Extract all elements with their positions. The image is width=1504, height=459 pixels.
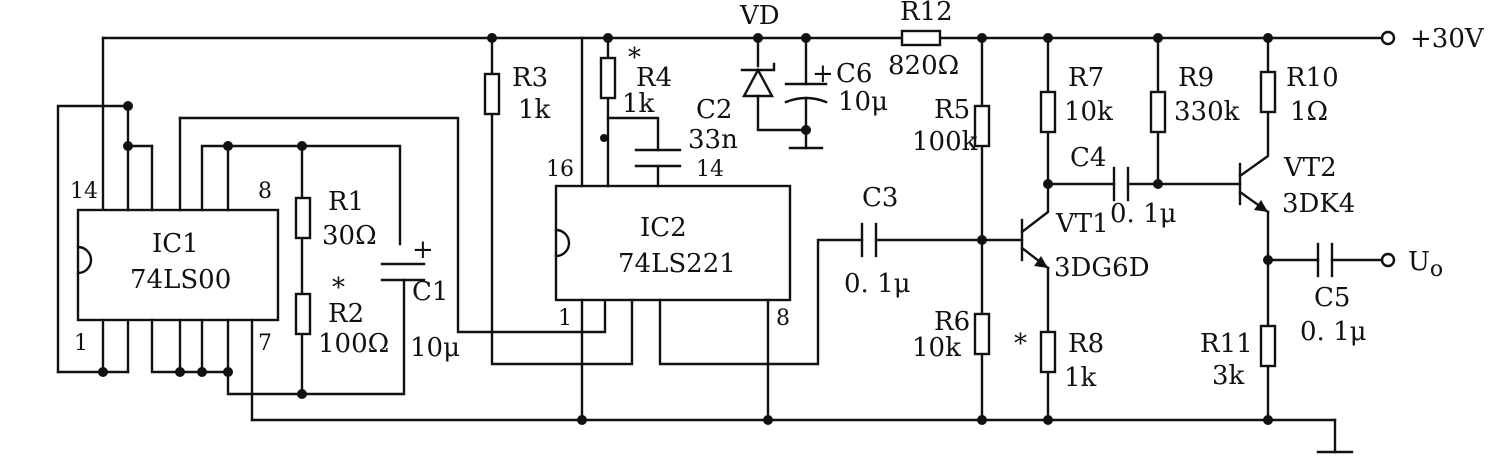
r12-name: R12 xyxy=(900,0,953,27)
c1-name: C1 xyxy=(412,277,448,307)
r4-mark: * xyxy=(628,43,641,73)
r2-mark: * xyxy=(332,273,345,303)
zener-diode-vd: VD xyxy=(739,1,808,132)
r3-value: 1k xyxy=(518,95,551,125)
r10-name: R10 xyxy=(1286,63,1339,93)
r8-mark: * xyxy=(1014,329,1027,359)
r11-name: R11 xyxy=(1200,329,1253,359)
supply-terminal[interactable]: +30V xyxy=(1380,24,1485,54)
r1-name: R1 xyxy=(328,187,364,217)
ic2-pin8: 8 xyxy=(776,306,790,331)
vt2-part: 3DK4 xyxy=(1282,189,1355,219)
resistor-r7: R7 10k xyxy=(1039,63,1113,134)
ic1-name: IC1 xyxy=(152,229,199,259)
capacitor-c3: C3 0. 1μ xyxy=(844,183,984,299)
r1-value: 30Ω xyxy=(322,221,377,251)
transistor-vt1: VT1 3DG6D xyxy=(980,33,1150,425)
resistor-r6: R6 10k xyxy=(912,307,991,363)
c2-name: C2 xyxy=(696,95,732,125)
resistor-r3: R3 1k xyxy=(483,63,551,125)
resistor-r5: R5 100k xyxy=(912,95,991,157)
ic2-part: 74LS221 xyxy=(618,249,736,279)
r6-value: 10k xyxy=(912,333,961,363)
r4-value: 1k xyxy=(622,89,655,119)
bias-divider xyxy=(977,33,987,425)
r6-name: R6 xyxy=(934,307,970,337)
c6-name: C6 xyxy=(836,59,872,89)
ic2-pin16: 16 xyxy=(546,157,574,182)
c2-value: 33n xyxy=(688,125,738,155)
resistor-r10: R10 1Ω xyxy=(1259,63,1339,127)
capacitor-c2: C2 33n xyxy=(634,95,738,168)
r9-value: 330k xyxy=(1174,97,1240,127)
ground-rail xyxy=(250,418,1354,454)
ic2-pin1: 1 xyxy=(558,306,572,331)
c4-value: 0. 1μ xyxy=(1110,199,1177,229)
r8-value: 1k xyxy=(1064,363,1097,393)
r9-name: R9 xyxy=(1178,63,1214,93)
ic1: IC1 74LS00 14 8 1 7 xyxy=(56,101,607,422)
ic1-pin14: 14 xyxy=(70,179,98,204)
c1-value: 10μ xyxy=(410,333,460,363)
vd-name: VD xyxy=(739,1,780,31)
capacitor-c4: C4 0. 1μ xyxy=(1046,143,1242,229)
resistor-r8: * R8 1k xyxy=(1014,329,1104,393)
r4-name: R4 xyxy=(636,63,672,93)
ic1-pin8: 8 xyxy=(258,179,272,204)
resistor-r4: * R4 1k xyxy=(599,43,672,119)
capacitor-c5: C5 0. 1μ xyxy=(1266,242,1384,347)
r2-name: R2 xyxy=(328,299,364,329)
output-terminal[interactable]: Uo xyxy=(1380,247,1443,282)
r5-value: 100k xyxy=(912,127,978,157)
c1-polarity: + xyxy=(412,235,434,265)
resistor-r1: R1 30Ω xyxy=(294,187,377,251)
r5-name: R5 xyxy=(934,95,970,125)
ic1-pin1: 1 xyxy=(74,331,88,356)
resistor-r9: R9 330k xyxy=(1149,33,1240,189)
ic2-name: IC2 xyxy=(640,213,687,243)
c3-name: C3 xyxy=(862,183,898,213)
c6-polarity: + xyxy=(812,59,834,89)
supply-label: +30V xyxy=(1410,24,1485,54)
r11-value: 3k xyxy=(1212,361,1245,391)
ic2-pin14: 14 xyxy=(696,157,724,182)
ic1-pin7: 7 xyxy=(258,331,272,356)
c6-value: 10μ xyxy=(838,87,888,117)
r10-value: 1Ω xyxy=(1290,97,1328,127)
resistor-r11: R11 3k xyxy=(1200,324,1277,391)
c5-value: 0. 1μ xyxy=(1300,317,1367,347)
r3-name: R3 xyxy=(512,63,548,93)
ic1-part: 74LS00 xyxy=(130,265,231,295)
output-label: Uo xyxy=(1408,247,1443,282)
resistor-r12: R12 820Ω xyxy=(888,0,959,81)
vt2-name: VT2 xyxy=(1283,153,1337,183)
r8-name: R8 xyxy=(1068,329,1104,359)
r12-value: 820Ω xyxy=(888,51,959,81)
vt1-name: VT1 xyxy=(1055,209,1109,239)
vt1-part: 3DG6D xyxy=(1054,253,1150,283)
c4-name: C4 xyxy=(1070,143,1106,173)
r7-name: R7 xyxy=(1068,63,1104,93)
c3-value: 0. 1μ xyxy=(844,269,911,299)
transistor-vt2: VT2 3DK4 xyxy=(1238,33,1355,425)
c5-name: C5 xyxy=(1314,283,1350,313)
capacitor-c6: + C6 10μ xyxy=(784,33,888,150)
r7-value: 10k xyxy=(1064,97,1113,127)
ic2: IC2 74LS221 16 14 1 8 xyxy=(487,33,864,425)
capacitor-c1: + C1 10μ xyxy=(380,235,460,363)
r2-value: 100Ω xyxy=(318,329,389,359)
resistor-r2: * R2 100Ω xyxy=(294,273,389,359)
